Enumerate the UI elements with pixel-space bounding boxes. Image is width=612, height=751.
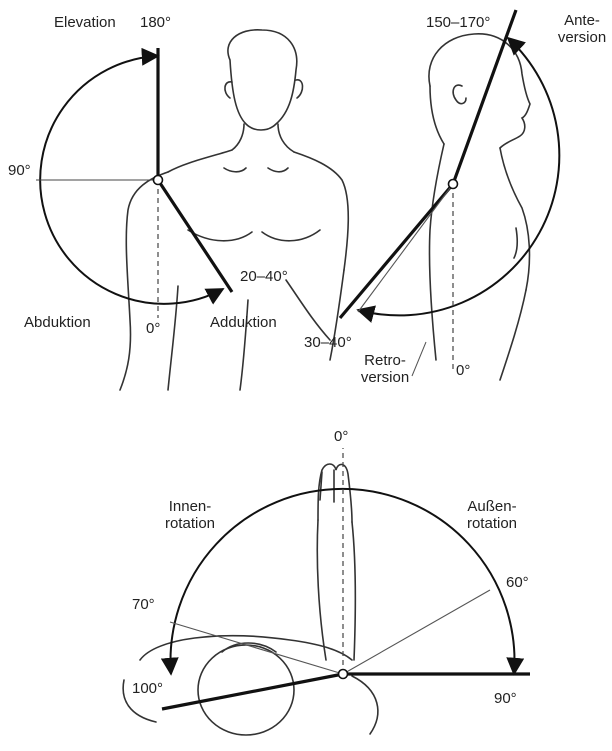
anteversion-label-line1: Ante- [552, 12, 612, 29]
external-rotation-label-line1: Außen- [452, 498, 532, 515]
anteversion-arc-group [340, 10, 559, 376]
abduction-label: Abduktion [24, 314, 91, 331]
internal-angle-a-label: 70° [132, 596, 155, 613]
internal-rotation-label-line2: rotation [150, 515, 230, 532]
retroversion-label-line2: version [352, 369, 418, 386]
adduction-label: Adduktion [210, 314, 277, 331]
external-rotation-label-line2: rotation [452, 515, 532, 532]
adduction-angle-label: 20–40° [240, 268, 288, 285]
side-view-figure [429, 34, 530, 380]
external-max-angle-label: 90° [494, 690, 517, 707]
internal-rotation-label-line1: Innen- [150, 498, 230, 515]
front-neutral-angle-label: 0° [146, 320, 160, 337]
external-angle-label: 60° [506, 574, 529, 591]
anteversion-angle-label: 150–170° [426, 14, 490, 31]
anteversion-label-line2: version [552, 29, 612, 46]
rotation-arc-group [162, 448, 530, 709]
retroversion-label: Retro- version [352, 352, 418, 386]
external-rotation-label: Außen- rotation [452, 498, 532, 532]
internal-rotation-label: Innen- rotation [150, 498, 230, 532]
elevation-angle-label: 180° [140, 14, 171, 31]
side-neutral-angle-label: 0° [456, 362, 470, 379]
horizontal-angle-label: 90° [8, 162, 31, 179]
abduction-arc-group [36, 48, 232, 318]
anteversion-label: Ante- version [552, 12, 612, 46]
retroversion-label-line1: Retro- [352, 352, 418, 369]
internal-angle-b-label: 100° [132, 680, 163, 697]
top-neutral-angle-label: 0° [334, 428, 348, 445]
elevation-label: Elevation [54, 14, 116, 31]
retroversion-angle-label: 30–40° [304, 334, 352, 351]
